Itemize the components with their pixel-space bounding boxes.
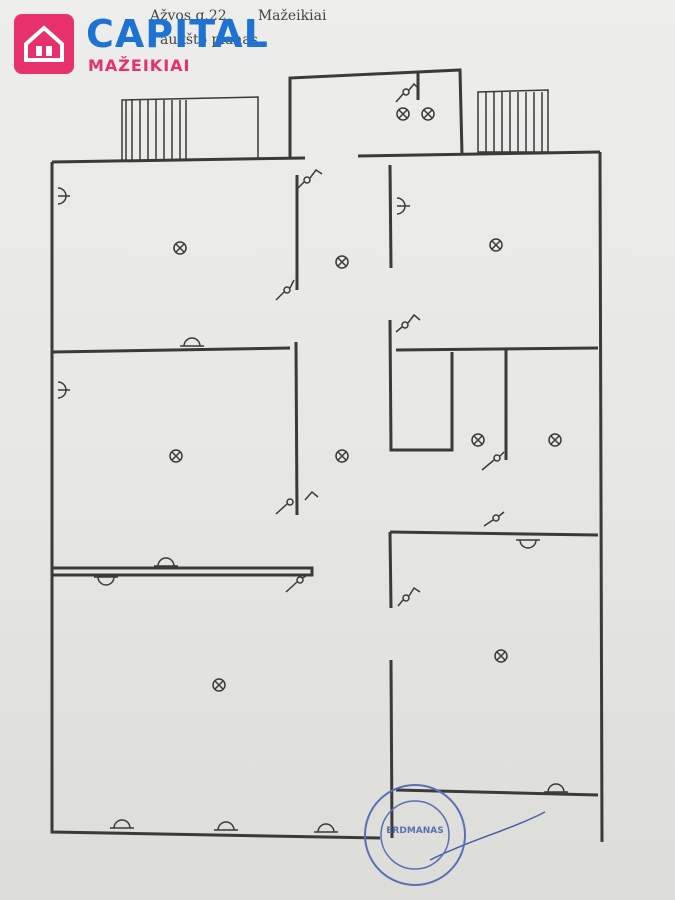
wall-lamp-icon (214, 821, 238, 831)
plan-walls (50, 68, 604, 843)
house-icon (14, 14, 74, 74)
light-icon (421, 107, 435, 121)
divider-right-1 (395, 346, 599, 352)
address-line: Ažvos g.22, Mažeikiai (150, 4, 326, 28)
light-icon (548, 433, 562, 447)
wall-lamp-icon (57, 187, 70, 205)
wall-lamp-icon (180, 337, 204, 347)
entrance-corridor (288, 68, 464, 158)
wall-lamp-icon (544, 783, 568, 793)
stairs-right (477, 89, 549, 153)
outer-wall-left (50, 162, 381, 840)
wall-lamp-icon (396, 197, 410, 215)
wall-lamp-icon (154, 557, 178, 567)
document-header: Ažvos g.22, Mažeikiai I aukšto planas (150, 4, 326, 52)
brand-logo: CAPITAL MAŽEIKIAI (14, 12, 274, 78)
switch-icon (395, 82, 419, 103)
stamp-label: ERDMANAS (386, 826, 444, 836)
light-icon (396, 107, 410, 121)
city: Mažeikiai (257, 8, 327, 24)
switch-icon (483, 511, 505, 527)
light-icon (489, 238, 503, 252)
switch-icon (275, 490, 319, 515)
switch-icon (481, 451, 505, 471)
light-icon (212, 678, 226, 692)
outer-wall-top-right (357, 150, 601, 158)
brand-name: CAPITAL (86, 12, 269, 56)
light-icon (335, 449, 349, 463)
wall-lamp-icon (110, 819, 134, 829)
light-icon (471, 433, 485, 447)
light-icon (494, 649, 508, 663)
divider-left-2 (52, 566, 314, 577)
light-icon (335, 255, 349, 269)
stamp: ERDMANAS (360, 780, 470, 890)
corridor-wall-right-1 (388, 164, 393, 269)
corridor-wall-right-4 (389, 659, 394, 839)
switch-icon (397, 586, 421, 607)
divider-right-4 (395, 788, 599, 797)
corridor-wall-left-2 (294, 341, 299, 516)
divider-left-1 (51, 346, 291, 354)
switch-icon (297, 168, 323, 189)
wall-lamps (57, 187, 568, 833)
switch-icon (395, 313, 421, 333)
light-icon (173, 241, 187, 255)
wall-lamp-icon (94, 576, 118, 586)
corridor-wall-right-3 (388, 531, 393, 609)
switches (275, 82, 505, 607)
wall-lamp-icon (57, 381, 70, 399)
wall-lamp-icon (516, 539, 540, 549)
stairs-left (121, 96, 259, 160)
light-icon (169, 449, 183, 463)
plan-subtitle: I aukšto planas (150, 32, 258, 48)
switch-icon (275, 279, 295, 301)
divider-right-3 (389, 530, 599, 537)
corridor-wall-right-2 (388, 319, 454, 452)
switch-icon (285, 573, 309, 593)
ceiling-lights (169, 107, 562, 692)
brand-subtitle: MAŽEIKIAI (88, 56, 191, 75)
outer-wall-right (598, 151, 604, 843)
address: Ažvos g.22, (150, 8, 232, 24)
outer-wall-top-left (51, 156, 306, 164)
wall-lamp-icon (314, 823, 338, 833)
